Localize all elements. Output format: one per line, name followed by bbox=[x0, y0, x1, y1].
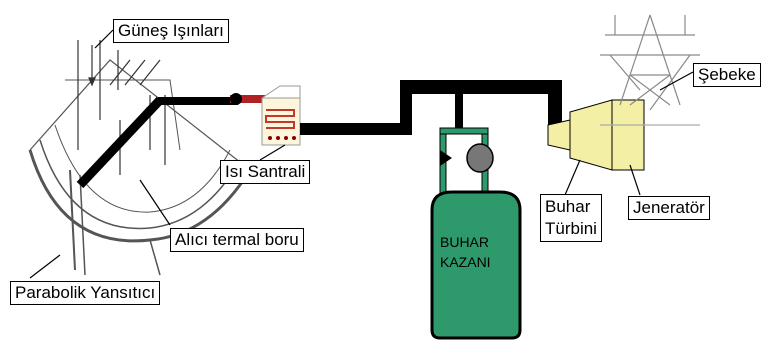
sun-rays-label: Güneş Işınları bbox=[113, 19, 229, 43]
power-tower bbox=[600, 14, 700, 126]
leader-lines bbox=[29, 29, 694, 279]
pipe-to-heat-plant bbox=[230, 93, 265, 105]
parabolic-reflector-label: Parabolik Yansıtıcı bbox=[10, 281, 161, 305]
boiler-piping bbox=[439, 127, 494, 199]
boiler-text: BUHAR KAZANI bbox=[440, 232, 491, 272]
steam-turbine-label-line2: Türbini bbox=[545, 219, 597, 238]
steam-pipe bbox=[300, 80, 562, 135]
steam-turbine bbox=[547, 99, 645, 171]
receiver-tube bbox=[76, 96, 238, 189]
generator-label: Jeneratör bbox=[628, 196, 710, 220]
heat-plant-label: Isı Santrali bbox=[220, 160, 311, 184]
steam-turbine-label: Buhar Türbini bbox=[540, 194, 602, 242]
receiver-tube-label: Alıcı termal boru bbox=[170, 228, 304, 252]
parabolic-reflector bbox=[28, 59, 252, 276]
grid-label: Şebeke bbox=[693, 63, 761, 87]
boiler-text-line2: KAZANI bbox=[440, 254, 491, 270]
steam-boiler-tank bbox=[430, 190, 522, 340]
steam-turbine-label-line1: Buhar bbox=[545, 197, 591, 216]
heat-plant-unit bbox=[261, 85, 301, 146]
sun-ray-arrows bbox=[77, 40, 166, 175]
boiler-text-line1: BUHAR bbox=[440, 234, 490, 250]
